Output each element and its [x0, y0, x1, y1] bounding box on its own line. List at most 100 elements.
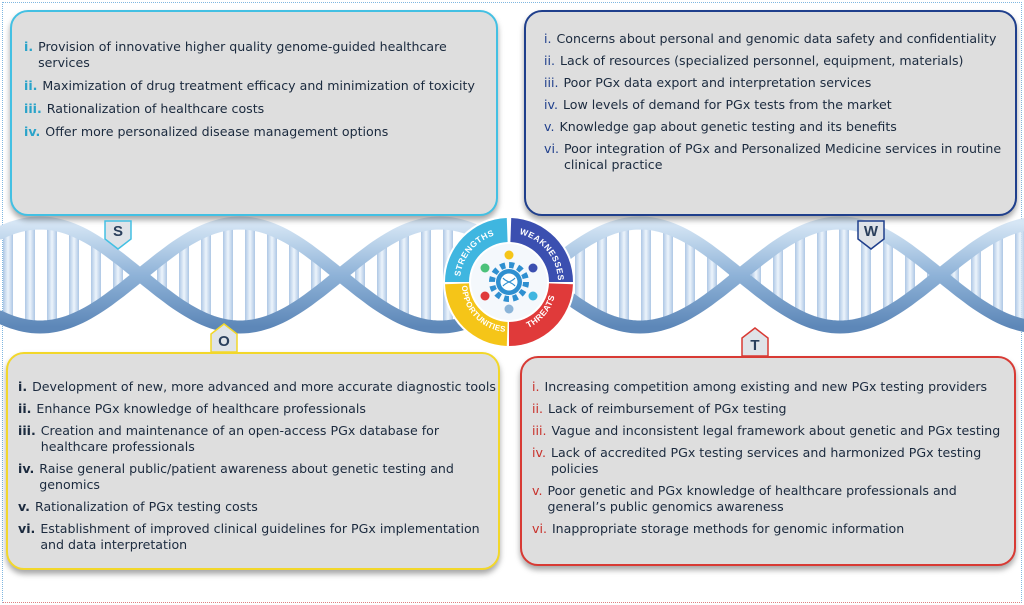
chart-icon — [480, 263, 490, 273]
item-number: vi. — [544, 141, 559, 156]
alert-icon — [480, 291, 490, 301]
dna-base-pair — [47, 223, 57, 327]
item-text: Concerns about personal and genomic data… — [556, 31, 997, 46]
dna-base-pair — [971, 247, 981, 303]
item-number: iv. — [18, 461, 35, 476]
item-number: v. — [544, 119, 555, 134]
weaknesses-list: i. Concerns about personal and genomic da… — [544, 31, 1012, 179]
dna-base-pair — [267, 229, 277, 321]
list-item: i.Development of new, more advanced and … — [18, 379, 496, 395]
list-item: iv. Lack of accredited PGx testing servic… — [532, 445, 1012, 477]
item-text: Knowledge gap about genetic testing and … — [559, 119, 897, 134]
list-item: v.Poor genetic and PGx knowledge of heal… — [532, 483, 1012, 515]
wheel-segment-strengths — [445, 218, 508, 282]
dna-base-pair — [1015, 225, 1024, 325]
dna-base-pair — [619, 224, 629, 326]
dna-base-pair — [685, 238, 695, 312]
dna-base-pair — [223, 223, 233, 327]
swot-wheel: STRENGTHS WEAKNESSES THREATS OPPORTUNITI… — [443, 216, 575, 348]
item-text: Lack of accredited PGx testing services … — [550, 445, 982, 476]
item-text: Poor integration of PGx and Personalized… — [563, 141, 1002, 172]
list-item: i. Provision of innovative higher quality… — [24, 39, 494, 71]
list-item: vi. Poor integration of PGx and Personali… — [544, 141, 1012, 173]
list-item: iv. Raise general public/patient awarenes… — [18, 461, 496, 493]
list-item: ii. Maximization of drug treatment effica… — [24, 78, 494, 94]
pill-icon — [504, 250, 514, 260]
dna-base-pair — [905, 251, 915, 299]
item-text: Creation and maintenance of an open-acce… — [40, 423, 440, 454]
item-text: Increasing competition among existing an… — [544, 379, 988, 394]
item-number: iv. — [24, 124, 41, 139]
dna-base-pair — [201, 230, 211, 320]
dna-base-pair — [421, 224, 431, 326]
item-text: Vague and inconsistent legal framework a… — [551, 423, 1001, 438]
item-number: iii. — [24, 101, 42, 116]
list-item: ii.Enhance PGx knowledge of healthcare p… — [18, 401, 496, 417]
list-item: ii. Lack of reimbursement of PGx testing — [532, 401, 1012, 417]
dna-base-pair — [707, 252, 717, 298]
opportunities-marker: O — [210, 323, 238, 353]
item-number: ii. — [532, 401, 544, 416]
item-text: Offer more personalized disease manageme… — [45, 124, 389, 139]
strengths-list: i. Provision of innovative higher quality… — [24, 39, 494, 147]
item-text: Development of new, more advanced and mo… — [32, 379, 496, 394]
threats-box: i.Increasing competition among existing … — [520, 356, 1016, 566]
item-text: Provision of innovative higher quality g… — [38, 39, 447, 70]
item-number: ii. — [544, 53, 556, 68]
item-number: i. — [544, 31, 552, 46]
threats-letter: T — [750, 337, 760, 354]
item-number: iv. — [532, 445, 546, 460]
opportunities-list: i.Development of new, more advanced and … — [18, 379, 496, 559]
wheel-segment-weaknesses — [510, 218, 573, 282]
list-item: v.Rationalization of PGx testing costs — [18, 499, 496, 515]
strengths-box: i. Provision of innovative higher quality… — [10, 10, 498, 216]
dna-base-pair — [91, 241, 101, 309]
dna-base-pair — [663, 227, 673, 323]
item-text: Lack of resources (specialized personnel… — [560, 53, 964, 68]
dna-base-pair — [289, 240, 299, 310]
item-number: ii. — [24, 78, 38, 93]
list-item: v. Knowledge gap about genetic testing an… — [544, 119, 1012, 135]
list-item: iv. Offer more personalized disease manag… — [24, 124, 494, 140]
dna-base-pair — [993, 233, 1003, 317]
strengths-marker: S — [104, 220, 132, 250]
list-item: iii.Rationalization of healthcare costs — [24, 101, 494, 117]
list-item: i. Concerns about personal and genomic da… — [544, 31, 1012, 47]
test-tube-icon — [504, 304, 514, 314]
item-number: i. — [24, 39, 34, 54]
dna-base-pair — [69, 230, 79, 320]
dna-base-pair — [641, 223, 651, 327]
target-icon — [528, 291, 538, 301]
dna-base-pair — [597, 231, 607, 319]
weaknesses-letter: W — [863, 223, 879, 240]
weaknesses-box: i. Concerns about personal and genomic da… — [524, 10, 1017, 216]
item-text: Raise general public/patient awareness a… — [39, 461, 454, 492]
item-text: Lack of reimbursement of PGx testing — [548, 401, 787, 416]
dna-base-pair — [399, 231, 409, 319]
dna-base-pair — [25, 223, 35, 327]
dna-base-pair — [795, 232, 805, 318]
item-text: Maximization of drug treatment efficacy … — [42, 78, 475, 93]
item-text: Inappropriate storage methods for genomi… — [551, 521, 905, 536]
threats-marker: T — [741, 327, 769, 357]
item-text: Enhance PGx knowledge of healthcare prof… — [36, 401, 366, 416]
item-number: vi. — [18, 521, 36, 536]
item-text: Poor PGx data export and interpretation … — [563, 75, 872, 90]
item-text: Poor genetic and PGx knowledge of health… — [547, 483, 957, 514]
list-item: iii.Vague and inconsistent legal framewo… — [532, 423, 1012, 439]
item-text: Rationalization of PGx testing costs — [34, 499, 258, 514]
dna-base-pair — [839, 223, 849, 327]
dna-icon — [502, 277, 516, 287]
list-item: vi. Inappropriate storage methods for gen… — [532, 521, 1012, 537]
list-item: i.Increasing competition among existing … — [532, 379, 1012, 395]
item-text: Establishment of improved clinical guide… — [40, 521, 480, 552]
item-number: iii. — [18, 423, 36, 438]
dna-base-pair — [817, 225, 827, 325]
wheel-segment-threats — [509, 283, 573, 346]
person-icon — [528, 263, 538, 273]
dna-base-pair — [377, 243, 387, 307]
item-number: vi. — [532, 521, 547, 536]
threats-list: i.Increasing competition among existing … — [532, 379, 1012, 543]
opportunities-letter: O — [218, 333, 230, 350]
wheel-segment-opportunities — [445, 283, 508, 346]
